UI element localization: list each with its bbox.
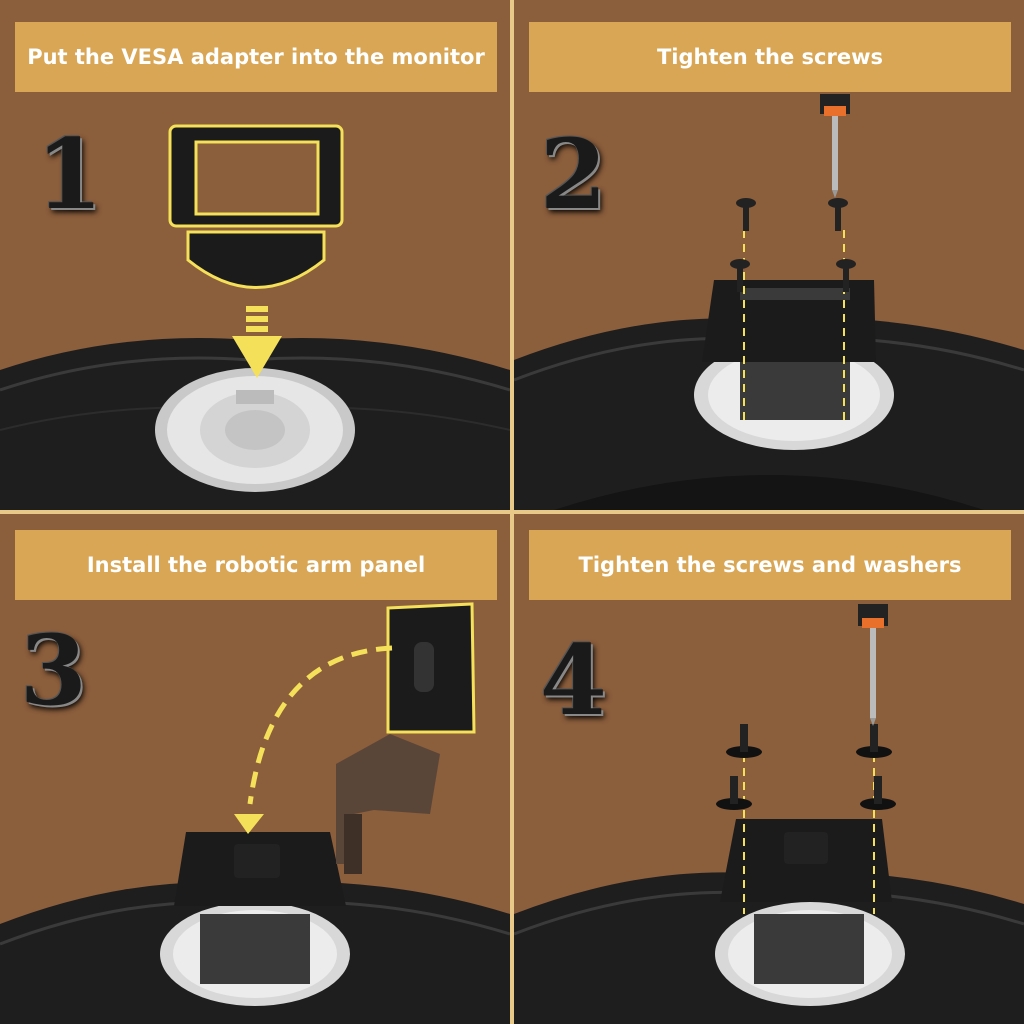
down-arrow [232, 336, 282, 378]
step-4-number: 4 [540, 624, 607, 737]
step-1-number: 1 [36, 118, 103, 231]
step-1-illustration [0, 124, 510, 510]
step-2-banner: Tighten the screws [529, 22, 1011, 92]
horizontal-divider [0, 510, 1024, 514]
step-2-panel: Tighten the screws 2 [514, 0, 1024, 510]
step-1-banner: Put the VESA adapter into the monitor [15, 22, 497, 92]
step-4-title: Tighten the screws and washers [578, 553, 962, 577]
step-4-panel: Tighten the screws and washers 4 [514, 514, 1024, 1024]
step-3-banner: Install the robotic arm panel [15, 530, 497, 600]
step-3-title: Install the robotic arm panel [86, 553, 426, 577]
step-2-title: Tighten the screws [656, 45, 884, 69]
screwdriver-icon [858, 604, 888, 726]
screwdriver-icon [820, 94, 850, 198]
robotic-arm [336, 734, 440, 864]
screw-icon [730, 259, 750, 292]
step-2-illustration [514, 94, 1024, 510]
step-3-number: 3 [20, 614, 87, 727]
screw-icon [828, 198, 848, 231]
step-1-panel: Put the VESA adapter into the monitor 1 [0, 0, 510, 510]
screw-icon [836, 259, 856, 292]
screw-icon [736, 198, 756, 231]
step-4-banner: Tighten the screws and washers [529, 530, 1011, 600]
washer-icon [726, 724, 762, 758]
curved-arrow [247, 645, 393, 805]
vesa-adapter [702, 280, 876, 362]
washer-icon [860, 776, 896, 810]
washer-icon [856, 724, 892, 758]
step-3-illustration [0, 602, 510, 1024]
step-4-illustration [514, 604, 1024, 1024]
step-3-panel: Install the robotic arm panel 3 [0, 514, 510, 1024]
step-2-number: 2 [540, 118, 607, 231]
step-1-title: Put the VESA adapter into the monitor [27, 45, 485, 69]
washer-icon [716, 776, 752, 810]
